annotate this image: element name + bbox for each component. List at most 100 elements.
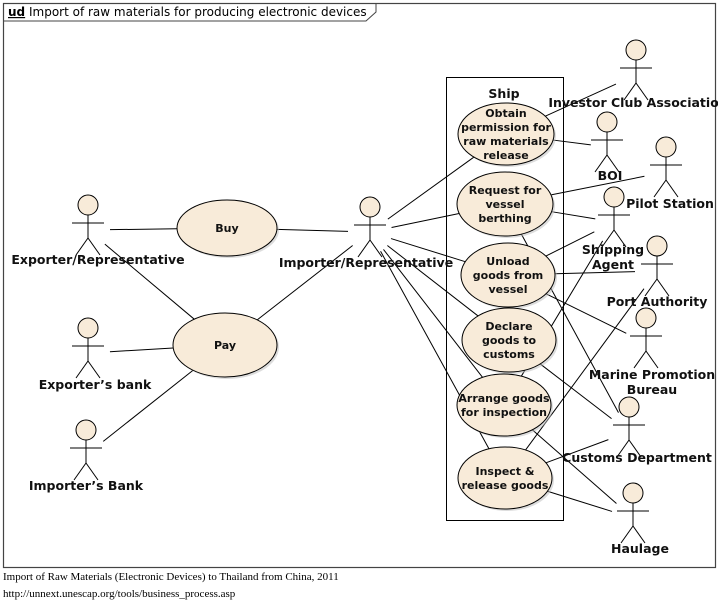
association-customs-inspect (545, 439, 609, 464)
association-investor-obtain (545, 83, 617, 117)
stick-figure-icon (620, 39, 652, 101)
association-importer-declare (387, 245, 479, 317)
actor-port[interactable]: Port Authority (607, 235, 708, 309)
use-case-inspect[interactable]: Inspect &release goods (457, 446, 554, 511)
association-importer-unload (390, 238, 466, 263)
use-case-ellipse (457, 102, 555, 166)
actor-customs[interactable]: Customs Department (562, 396, 712, 465)
stick-figure-icon (613, 396, 645, 458)
stick-figure-icon (354, 196, 386, 258)
use-case-label: permission for (461, 121, 551, 134)
frame-keyword: ud (8, 5, 25, 19)
use-case-label: release goods (462, 479, 549, 492)
use-case-label: Unload (486, 255, 529, 268)
use-case-ellipse (456, 373, 552, 437)
use-case-ellipse (456, 171, 554, 237)
system-boundary-ship: Ship (446, 77, 564, 521)
actor-boi[interactable]: BOI (591, 111, 623, 183)
association-importer-pay (256, 245, 353, 321)
actor-label: Exporter/Representative (11, 252, 184, 267)
association-exporter-pay (104, 243, 195, 320)
actor-label: Importer’s Bank (29, 478, 144, 493)
use-case-label: Declare (485, 320, 532, 333)
use-case-ellipse (176, 199, 278, 257)
use-case-label: release (483, 149, 529, 162)
actor-label: Pilot Station (626, 196, 714, 211)
actor-label: Port Authority (607, 294, 708, 309)
caption-title: Import of Raw Materials (Electronic Devi… (3, 571, 339, 583)
actor-pilot[interactable]: Pilot Station (626, 136, 714, 211)
actor-exporter_bank[interactable]: Exporter’s bank (39, 317, 152, 392)
actor-label: Investor Club Association (548, 95, 718, 110)
actor-label: Shipping (582, 242, 644, 257)
actor-haulage[interactable]: Haulage (611, 482, 669, 556)
use-case-label: raw materials (463, 135, 549, 148)
use-case-label: Obtain (485, 107, 527, 120)
svg-text:ud Import of raw materials for: ud Import of raw materials for producing… (8, 5, 367, 19)
use-case-label: for inspection (461, 406, 547, 419)
frame: ud Import of raw materials for producing… (2, 2, 717, 569)
stick-figure-icon (641, 235, 673, 297)
actor-exporter[interactable]: Exporter/Representative (11, 194, 185, 267)
actor-label: Haulage (611, 541, 669, 556)
use-case-label: berthing (478, 212, 531, 225)
actor-label: Bureau (627, 382, 677, 397)
use-case-label: vessel (489, 283, 528, 296)
use-case-buy[interactable]: Buy (176, 199, 279, 258)
actor-label: Exporter’s bank (39, 377, 152, 392)
association-haulage-inspect (547, 490, 613, 512)
use-case-label: Pay (214, 339, 236, 352)
association-pilot-request (550, 175, 645, 196)
association-importer-arrange (383, 249, 484, 378)
use-case-label: Request for (469, 184, 542, 197)
actor-investor[interactable]: Investor Club Association (548, 39, 718, 110)
stick-figure-icon (630, 307, 662, 369)
association-customs-declare (539, 363, 612, 420)
association-port-unload (554, 271, 636, 275)
actor-label: Agent (592, 257, 634, 272)
use-case-label: customs (483, 348, 535, 361)
use-case-label: Arrange goods (458, 392, 550, 405)
use-case-label: goods to (482, 334, 536, 347)
use-case-label: Inspect & (475, 465, 534, 478)
use-case-label: Buy (215, 222, 238, 235)
actor-importer_bank[interactable]: Importer’s Bank (29, 419, 144, 493)
actor-importer[interactable]: Importer/Representative (279, 196, 453, 270)
system-boundary-label: Ship (488, 86, 519, 101)
use-case-ellipse (172, 312, 278, 378)
actor-label: Marine Promotion (589, 367, 715, 382)
association-exporter_bank-pay (109, 347, 174, 353)
stick-figure-icon (70, 419, 102, 481)
stick-figure-icon (598, 186, 630, 248)
stick-figure-icon (72, 194, 104, 256)
association-haulage-arrange (531, 429, 617, 504)
association-shipping-unload (545, 231, 595, 257)
association-importer-request (391, 213, 460, 229)
stick-figure-icon (72, 317, 104, 379)
stick-figure-icon (617, 482, 649, 544)
use-case-label: vessel (486, 198, 525, 211)
association-boi-obtain (553, 139, 591, 146)
association-importer-buy (276, 228, 349, 232)
use-case-ellipse (457, 446, 553, 510)
use-case-pay[interactable]: Pay (172, 312, 279, 379)
association-importer-obtain (387, 156, 475, 220)
frame-title: Import of raw materials for producing el… (29, 5, 367, 19)
association-shipping-request (551, 211, 596, 220)
use-case-label: goods from (473, 269, 543, 282)
caption-url: http://unnext.unescap.org/tools/business… (3, 588, 236, 600)
use-case-ellipse (461, 307, 557, 373)
actor-label: Importer/Representative (279, 255, 453, 270)
actor-label: BOI (598, 168, 623, 183)
association-exporter-buy (109, 228, 178, 231)
